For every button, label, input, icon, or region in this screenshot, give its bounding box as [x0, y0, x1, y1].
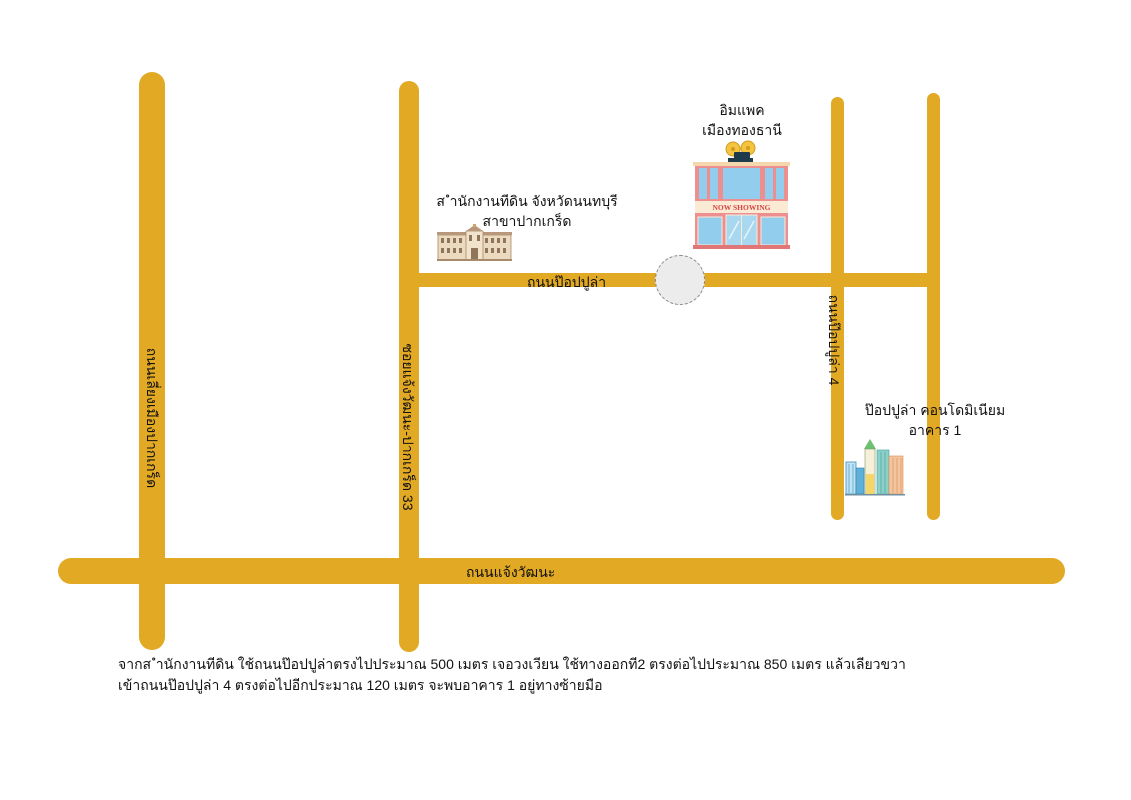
directions-line-2: เข้าถนนป๊อปปูล่า 4 ตรงต่อไปอีกประมาณ 120… [118, 677, 603, 693]
condominium-icon [845, 439, 905, 496]
cinema-banner-text: NOW SHOWING [713, 203, 771, 212]
condo-building: อาคาร 1 [908, 422, 962, 438]
impact-area: เมืองทองธานี [702, 122, 782, 138]
road-label-popular: ถนนป๊อปปูล่า [527, 274, 607, 290]
land-office-branch: สาขาปากเกร็ด [482, 213, 572, 229]
impact-name: อิมแพค [719, 102, 765, 118]
road-bypass-pakkret [139, 72, 165, 650]
road-chaengwattana [58, 558, 1065, 584]
road-popular-east [927, 93, 940, 520]
roundabout [655, 255, 705, 305]
condo-name: ป๊อปปูล่า คอนโดมิเนียม [864, 402, 1006, 418]
road-label-bypass: ถนนเลี่ยงเมืองปากเกร็ด [144, 347, 160, 489]
road-label-soi-33: ซอยแจ้งวัฒนะ-ปากเกร็ด 33 [400, 343, 416, 511]
road-label-chaengwattana: ถนนแจ้งวัฒนะ [466, 564, 556, 580]
directions-line-1: จากส ำนักงานทีดิน ใช้ถนนป๊อปปูล่าตรงไปปร… [118, 656, 906, 672]
road-soi-chaengwattana-33 [399, 81, 419, 652]
government-building-icon [437, 224, 512, 261]
land-office-name: ส ำนักงานทีดิน จังหวัดนนทบุรี [436, 193, 618, 209]
cinema-icon: NOW SHOWING [693, 140, 790, 249]
impact-label: อิมแพค เมืองทองธานี [662, 100, 822, 140]
land-office-label: ส ำนักงานทีดิน จังหวัดนนทบุรี สาขาปากเกร… [397, 191, 657, 231]
road-popular-4 [831, 97, 844, 520]
condo-label: ป๊อปปูล่า คอนโดมิเนียม อาคาร 1 [825, 400, 1045, 440]
directions-text: จากส ำนักงานทีดิน ใช้ถนนป๊อปปูล่าตรงไปปร… [118, 654, 906, 696]
